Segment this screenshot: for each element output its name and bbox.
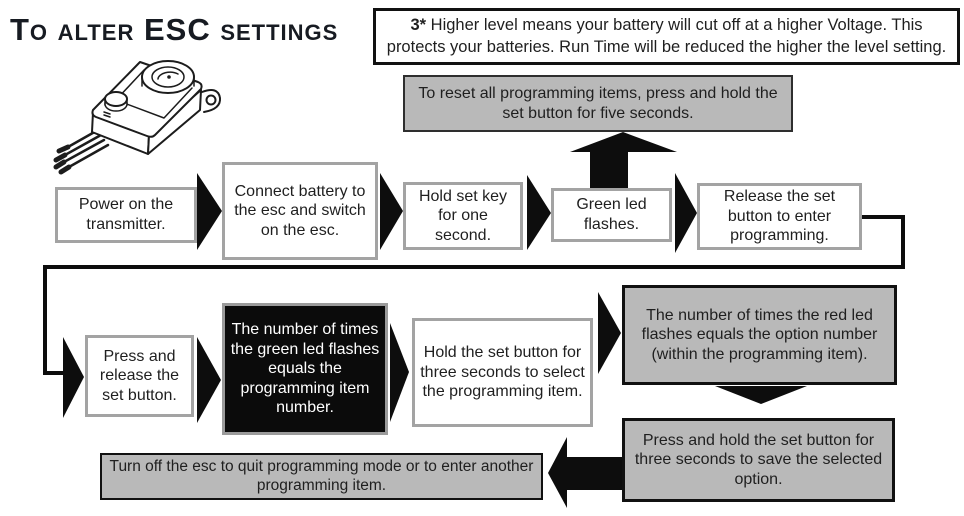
esc-device-icon [53, 60, 222, 175]
left-arrow-head [548, 437, 567, 508]
arrow-step8-step9 [598, 292, 621, 374]
quit-programming-box: Turn off the esc to quit programming mod… [100, 453, 543, 500]
arrow-step4-step5 [675, 173, 697, 253]
esc-device-illustration [52, 50, 252, 180]
left-arrow-shaft [566, 457, 623, 490]
note-body: Higher level means your battery will cut… [386, 16, 947, 56]
step5-text: Release the set button to enter programm… [723, 188, 836, 245]
up-arrow-shaft [590, 149, 628, 190]
step8-text: Hold the set button for three seconds to… [420, 344, 585, 401]
step-box-green-led: Green led flashes. [551, 188, 672, 242]
step-box-hold-three-seconds: Hold the set button for three seconds to… [412, 318, 593, 427]
page-title: To alter ESC settings [10, 12, 339, 47]
step7-text: The number of times the green led flashe… [230, 321, 380, 417]
step-box-release-set: Release the set button to enter programm… [697, 183, 862, 250]
reset-text: To reset all programming items, press an… [418, 84, 778, 122]
step-box-red-flash-count: The number of times the red led flashes … [622, 285, 897, 385]
step4-text: Green led flashes. [576, 196, 647, 233]
step-box-power-on: Power on the transmitter. [55, 187, 197, 243]
step-box-press-release: Press and release the set button. [85, 335, 194, 417]
arrow-step3-step4 [527, 175, 551, 250]
up-arrow-head [570, 132, 677, 152]
note-box: 3* Higher level means your battery will … [373, 8, 960, 65]
step-box-save-option: Press and hold the set button for three … [622, 418, 895, 502]
note-text: 3* Higher level means your battery will … [384, 15, 949, 58]
arrow-step1-step2 [197, 173, 222, 250]
step2-text: Connect battery to the esc and switch on… [234, 182, 366, 239]
arrow-step2-step3 [380, 173, 403, 250]
step-box-connect-battery: Connect battery to the esc and switch on… [222, 162, 378, 260]
step9-text: The number of times the red led flashes … [641, 306, 878, 363]
quit-text: Turn off the esc to quit programming mod… [109, 457, 534, 494]
arrow-into-step6 [63, 337, 84, 418]
down-arrow-step9-step10 [715, 386, 807, 404]
arrow-step6-step7 [197, 337, 221, 423]
step6-text: Press and release the set button. [99, 347, 180, 404]
loop-connector-line [43, 215, 905, 375]
step-box-hold-set-key: Hold set key for one second. [403, 182, 523, 250]
reset-instruction-box: To reset all programming items, press an… [403, 75, 793, 132]
note-prefix: 3* [410, 16, 427, 35]
step-box-green-flash-count: The number of times the green led flashe… [222, 303, 388, 435]
arrow-step7-step8 [390, 323, 409, 422]
step10-text: Press and hold the set button for three … [634, 431, 883, 488]
step1-text: Power on the transmitter. [78, 196, 174, 233]
step3-text: Hold set key for one second. [418, 187, 508, 244]
